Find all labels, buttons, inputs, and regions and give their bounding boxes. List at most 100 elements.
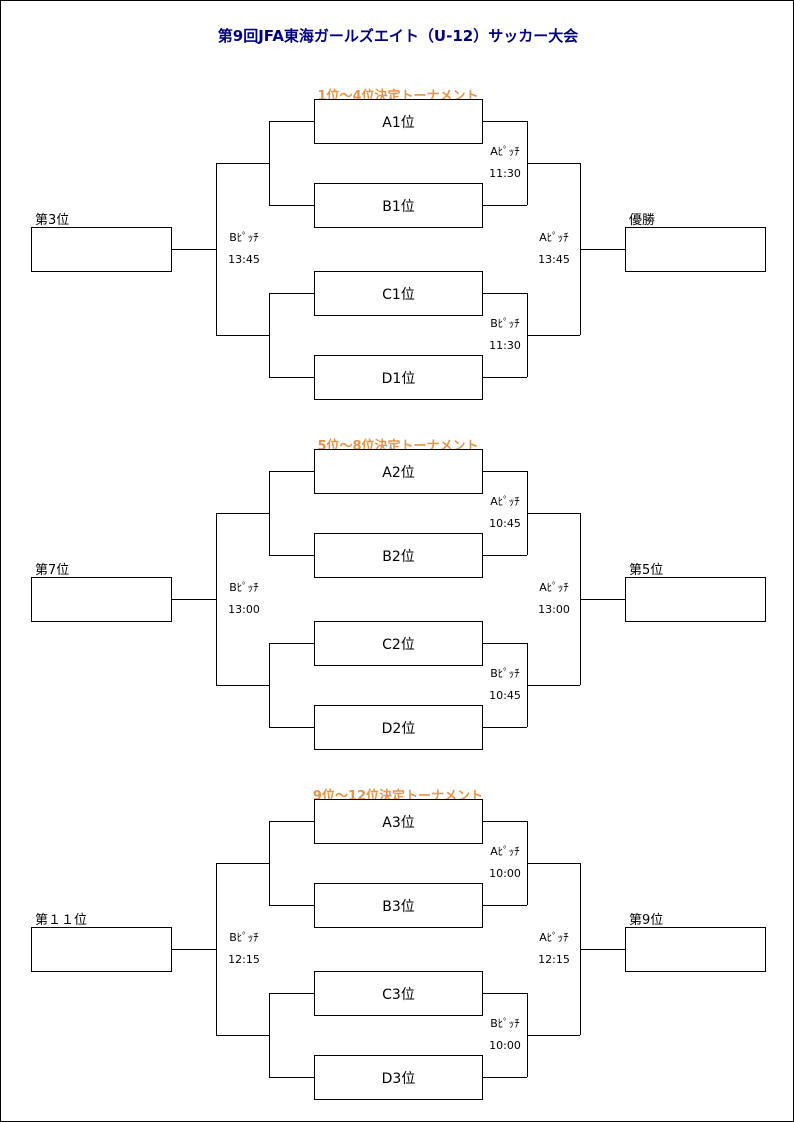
match-time: 13:00 (538, 603, 570, 616)
bracket-line (216, 863, 217, 1035)
bracket-line (216, 1035, 269, 1036)
pitch-label: Bﾋﾟｯﾁ (490, 317, 520, 330)
team-slot: A3位 (314, 799, 483, 844)
match-time: 10:00 (489, 1039, 521, 1052)
match-time: 13:00 (228, 603, 260, 616)
bracket-line (483, 377, 527, 378)
team-slot: B3位 (314, 883, 483, 928)
left-result-label: 第7位 (35, 563, 70, 578)
right-result-box (625, 577, 766, 622)
team-slot: B1位 (314, 183, 483, 228)
bracket-line (269, 121, 314, 122)
bracket-line (216, 513, 269, 514)
bracket-line (483, 821, 527, 822)
match-time: 13:45 (538, 253, 570, 266)
team-slot: C2位 (314, 621, 483, 666)
left-result-label: 第１１位 (35, 913, 88, 928)
pitch-label: Aﾋﾟｯﾁ (539, 931, 569, 944)
pitch-label: Aﾋﾟｯﾁ (490, 145, 520, 158)
match-info-left: Bﾋﾟｯﾁ 12:15 (214, 927, 274, 971)
match-time: 11:30 (489, 339, 521, 352)
tournament-section: 1位～4位決定トーナメント A1位 B1位 C1位 D1位 第3位 優勝 (1, 85, 794, 415)
tournament-section: 5位～8位決定トーナメント A2位 B2位 C2位 D2位 第7位 第5位 (1, 435, 794, 765)
bracket-line (216, 163, 217, 335)
bracket-line (269, 821, 314, 822)
bracket-line (483, 1077, 527, 1078)
match-info-left: Bﾋﾟｯﾁ 13:00 (214, 577, 274, 621)
match-info-top: Aﾋﾟｯﾁ 10:00 (475, 841, 535, 885)
bracket-line (269, 1077, 314, 1078)
pitch-label: Aﾋﾟｯﾁ (490, 845, 520, 858)
bracket-line (269, 293, 270, 377)
team-slot: A1位 (314, 99, 483, 144)
bracket-line (580, 249, 625, 250)
bracket-line (269, 121, 270, 205)
left-result-box (31, 227, 172, 272)
pitch-label: Bﾋﾟｯﾁ (229, 931, 259, 944)
match-info-right: Aﾋﾟｯﾁ 13:00 (524, 577, 584, 621)
match-time: 12:15 (228, 953, 260, 966)
team-slot: A2位 (314, 449, 483, 494)
right-result-label: 優勝 (629, 213, 656, 228)
bracket-line (216, 513, 217, 685)
match-info-top: Aﾋﾟｯﾁ 11:30 (475, 141, 535, 185)
right-result-label: 第9位 (629, 913, 664, 928)
match-info-bottom: Bﾋﾟｯﾁ 10:45 (475, 663, 535, 707)
bracket-line (527, 335, 580, 336)
left-result-label: 第3位 (35, 213, 70, 228)
bracket-line (483, 555, 527, 556)
match-info-top: Aﾋﾟｯﾁ 10:45 (475, 491, 535, 535)
bracket-line (483, 293, 527, 294)
bracket-line (269, 471, 314, 472)
right-result-box (625, 227, 766, 272)
bracket-line (172, 949, 216, 950)
team-slot: D3位 (314, 1055, 483, 1100)
bracket-line (172, 249, 216, 250)
left-result-box (31, 577, 172, 622)
team-slot: C1位 (314, 271, 483, 316)
bracket-line (216, 335, 269, 336)
match-info-bottom: Bﾋﾟｯﾁ 10:00 (475, 1013, 535, 1057)
bracket-line (483, 121, 527, 122)
pitch-label: Bﾋﾟｯﾁ (229, 231, 259, 244)
bracket-line (269, 555, 314, 556)
match-time: 10:45 (489, 517, 521, 530)
bracket-line (172, 599, 216, 600)
page-title: 第9回JFA東海ガールズエイト（U-12）サッカー大会 (217, 27, 579, 45)
bracket-line (269, 993, 270, 1077)
bracket-line (483, 727, 527, 728)
pitch-label: Aﾋﾟｯﾁ (539, 581, 569, 594)
match-info-right: Aﾋﾟｯﾁ 13:45 (524, 227, 584, 271)
bracket-line (269, 727, 314, 728)
pitch-label: Bﾋﾟｯﾁ (229, 581, 259, 594)
bracket-line (269, 293, 314, 294)
bracket-line (483, 643, 527, 644)
right-result-box (625, 927, 766, 972)
match-info-bottom: Bﾋﾟｯﾁ 11:30 (475, 313, 535, 357)
bracket-line (269, 821, 270, 905)
match-info-right: Aﾋﾟｯﾁ 12:15 (524, 927, 584, 971)
bracket-line (527, 685, 580, 686)
team-slot: B2位 (314, 533, 483, 578)
pitch-label: Aﾋﾟｯﾁ (490, 495, 520, 508)
bracket-line (483, 471, 527, 472)
bracket-line (580, 599, 625, 600)
left-result-box (31, 927, 172, 972)
pitch-label: Bﾋﾟｯﾁ (490, 667, 520, 680)
match-time: 10:00 (489, 867, 521, 880)
bracket-line (269, 905, 314, 906)
bracket-line (527, 1035, 580, 1036)
bracket-line (269, 643, 314, 644)
bracket-line (580, 949, 625, 950)
bracket-line (483, 993, 527, 994)
match-time: 10:45 (489, 689, 521, 702)
bracket-line (483, 205, 527, 206)
bracket-line (269, 643, 270, 727)
bracket-line (483, 905, 527, 906)
team-slot: D1位 (314, 355, 483, 400)
bracket-line (527, 863, 580, 864)
bracket-line (269, 205, 314, 206)
bracket-line (216, 163, 269, 164)
bracket-line (527, 163, 580, 164)
